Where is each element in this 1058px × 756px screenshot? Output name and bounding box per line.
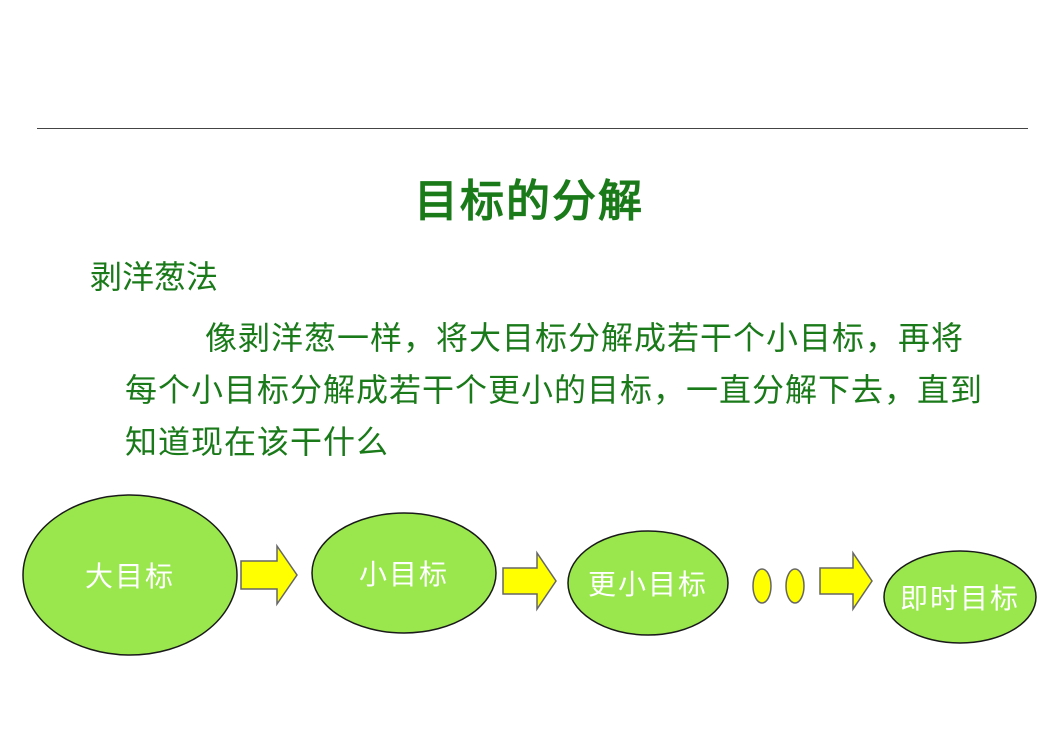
node-small-goal: 小目标 — [311, 512, 497, 634]
arrow-3 — [819, 550, 873, 612]
node-small-goal-label: 小目标 — [359, 558, 449, 591]
node-immediate-goal-label: 即时目标 — [900, 582, 1020, 615]
node-immediate-goal-shape — [883, 550, 1037, 644]
top-divider — [37, 128, 1028, 129]
node-smaller-goal-label: 更小目标 — [588, 568, 708, 601]
node-immediate-goal: 即时目标 — [883, 550, 1037, 644]
arrow-2 — [502, 550, 557, 612]
node-smaller-goal: 更小目标 — [567, 530, 729, 636]
node-big-goal: 大目标 — [22, 494, 238, 656]
node-small-goal-shape — [311, 512, 497, 634]
method-description: 像剥洋葱一样，将大目标分解成若干个小目标，再将每个小目标分解成若干个更小的目标，… — [125, 319, 984, 461]
node-big-goal-label: 大目标 — [85, 560, 175, 593]
slide-title: 目标的分解 — [414, 176, 644, 227]
ellipsis-dot-1 — [752, 568, 772, 604]
method-heading: 剥洋葱法 — [90, 258, 219, 296]
arrow-1 — [240, 543, 298, 607]
node-smaller-goal-shape — [567, 530, 729, 636]
node-big-goal-shape — [22, 494, 238, 656]
ellipsis-dot-2 — [785, 568, 805, 604]
